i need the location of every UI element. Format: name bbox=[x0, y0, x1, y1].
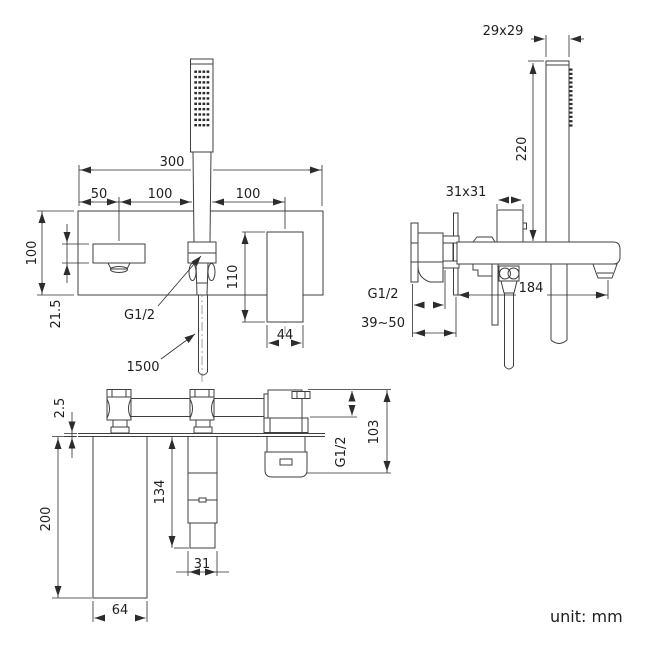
dim-110: 110 bbox=[226, 265, 241, 290]
ext-g12-side bbox=[412, 270, 446, 337]
holder-top bbox=[187, 436, 218, 549]
handle-front bbox=[266, 231, 304, 323]
dim-31: 31 bbox=[194, 557, 211, 572]
ext-29 bbox=[545, 35, 570, 57]
hose-front bbox=[198, 295, 208, 376]
dim-2-5: 2.5 bbox=[53, 398, 68, 419]
spout-front bbox=[92, 243, 146, 264]
dim-39-50: 39~50 bbox=[361, 316, 405, 331]
top-view: 2.5 200 64 134 31 G1/2 103 bbox=[39, 389, 391, 622]
holder-ball-right bbox=[507, 267, 520, 280]
valve-elbow bbox=[417, 261, 444, 283]
valve-top-1 bbox=[106, 389, 132, 434]
ext-64 bbox=[92, 601, 148, 622]
ext-44 bbox=[266, 325, 304, 348]
dim-200: 200 bbox=[39, 507, 54, 532]
hand-shower-front bbox=[190, 58, 214, 153]
spray-face-dots bbox=[194, 70, 210, 127]
g12-label-side: G1/2 bbox=[368, 287, 399, 302]
dim-100-a: 100 bbox=[148, 187, 173, 202]
dim-220: 220 bbox=[515, 137, 530, 162]
pipe-top-1 bbox=[131, 398, 190, 417]
dim-100-height: 100 bbox=[25, 241, 40, 266]
lever-handle-side bbox=[491, 263, 499, 326]
flange-lines bbox=[411, 242, 418, 263]
hose-cone-front bbox=[195, 262, 209, 296]
spout-top bbox=[92, 436, 148, 599]
hand-shower-side bbox=[545, 60, 570, 244]
mixer-body-side bbox=[456, 241, 621, 265]
holder-nut-right bbox=[207, 263, 216, 281]
holder-mount-bump bbox=[471, 236, 496, 243]
g12-label-top: G1/2 bbox=[334, 437, 349, 468]
side-view: 29x29 220 31x31 184 G1/2 39~50 bbox=[361, 24, 621, 370]
ext-110 bbox=[242, 231, 265, 323]
hose-cone-side bbox=[500, 280, 518, 294]
ext-g12-top bbox=[308, 389, 391, 418]
dim-1500: 1500 bbox=[126, 360, 159, 375]
dim-50: 50 bbox=[91, 187, 108, 202]
hose-side bbox=[504, 293, 514, 370]
ext-300 bbox=[78, 165, 323, 206]
valve-inlet-flange bbox=[410, 222, 419, 283]
valve-connector bbox=[442, 240, 454, 264]
pipe-top-2 bbox=[214, 398, 264, 417]
dim-300: 300 bbox=[160, 155, 185, 170]
handle-top bbox=[264, 436, 308, 478]
dim-44: 44 bbox=[277, 328, 294, 343]
dim-64: 64 bbox=[112, 603, 129, 618]
holder-block-clip bbox=[522, 222, 527, 230]
aerator-ring bbox=[110, 266, 128, 273]
dim-100-b: 100 bbox=[236, 187, 261, 202]
dim-184: 184 bbox=[519, 281, 544, 296]
holder-block-side bbox=[496, 209, 524, 243]
spout-outlet-side bbox=[592, 263, 618, 279]
shower-hose-pipe bbox=[550, 264, 568, 344]
holder-ball-left bbox=[499, 267, 511, 280]
dim-134: 134 bbox=[153, 480, 168, 505]
dim-21-5: 21.5 bbox=[49, 300, 64, 329]
dim-103: 103 bbox=[367, 420, 382, 445]
shower-handle-front bbox=[192, 151, 212, 243]
valve-top-3 bbox=[263, 389, 311, 433]
front-view: 300 50 100 100 100 21.5 110 bbox=[25, 58, 324, 383]
dim-31x31: 31x31 bbox=[446, 185, 487, 200]
ext-215 bbox=[62, 243, 89, 264]
unit-note: unit: mm bbox=[550, 607, 623, 626]
ext-31x31 bbox=[496, 204, 524, 209]
pipe-upper bbox=[442, 235, 460, 244]
g12-label-front: G1/2 bbox=[124, 308, 155, 323]
spray-dots-side bbox=[569, 68, 573, 127]
ext-200 bbox=[52, 436, 92, 599]
dim-29x29: 29x29 bbox=[483, 24, 524, 39]
valve-top-2 bbox=[189, 389, 215, 434]
ext-100h bbox=[37, 210, 74, 296]
